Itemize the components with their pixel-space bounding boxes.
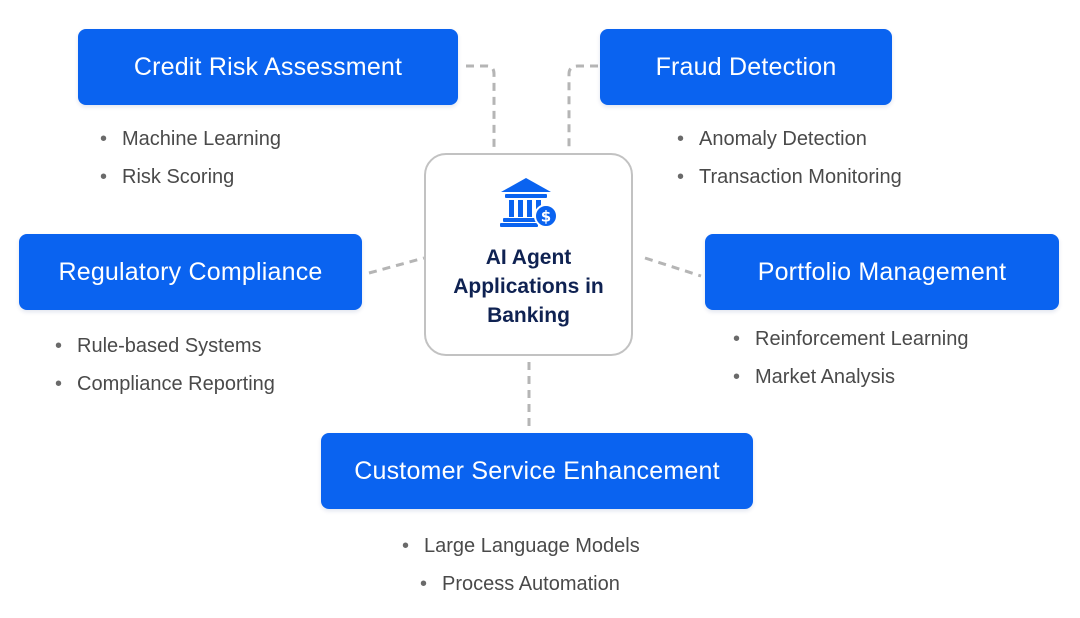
connector-fraud (567, 64, 598, 152)
connector-regulatory (368, 256, 425, 275)
portfolio-management-box: Portfolio Management (705, 234, 1059, 310)
fraud-detection-box: Fraud Detection (600, 29, 892, 105)
connector-credit (466, 64, 496, 152)
list-item: Rule-based Systems (55, 327, 275, 365)
connector-portfolio (644, 256, 702, 278)
list-item: Reinforcement Learning (733, 320, 968, 358)
portfolio-management-label: Portfolio Management (757, 257, 1007, 286)
regulatory-compliance-label: Regulatory Compliance (58, 257, 323, 286)
list-item: Transaction Monitoring (677, 158, 902, 196)
credit-risk-assessment-box: Credit Risk Assessment (78, 29, 458, 105)
customer-service-enhancement-box: Customer Service Enhancement (321, 433, 753, 509)
credit-risk-assessment-label: Credit Risk Assessment (133, 52, 403, 81)
list-item: Market Analysis (733, 358, 968, 396)
portfolio-management-list: Reinforcement Learning Market Analysis (733, 320, 968, 396)
list-item: Anomaly Detection (677, 120, 902, 158)
list-item: Large Language Models (402, 527, 640, 565)
fraud-detection-list: Anomaly Detection Transaction Monitoring (677, 120, 902, 196)
customer-service-enhancement-list: Large Language Models Process Automation (402, 527, 640, 603)
regulatory-compliance-list: Rule-based Systems Compliance Reporting (55, 327, 275, 403)
customer-service-enhancement-label: Customer Service Enhancement (354, 456, 720, 485)
credit-risk-assessment-list: Machine Learning Risk Scoring (100, 120, 281, 196)
list-item: Process Automation (420, 565, 640, 603)
center-title: AI Agent Applications in Banking (453, 246, 604, 327)
regulatory-compliance-box: Regulatory Compliance (19, 234, 362, 310)
list-item: Compliance Reporting (55, 365, 275, 403)
svg-text:$: $ (540, 208, 550, 226)
fraud-detection-label: Fraud Detection (655, 52, 837, 81)
center-node: $ AI Agent Applications in Banking (424, 153, 633, 356)
list-item: Risk Scoring (100, 158, 281, 196)
bank-dollar-icon: $ (499, 178, 558, 228)
list-item: Machine Learning (100, 120, 281, 158)
